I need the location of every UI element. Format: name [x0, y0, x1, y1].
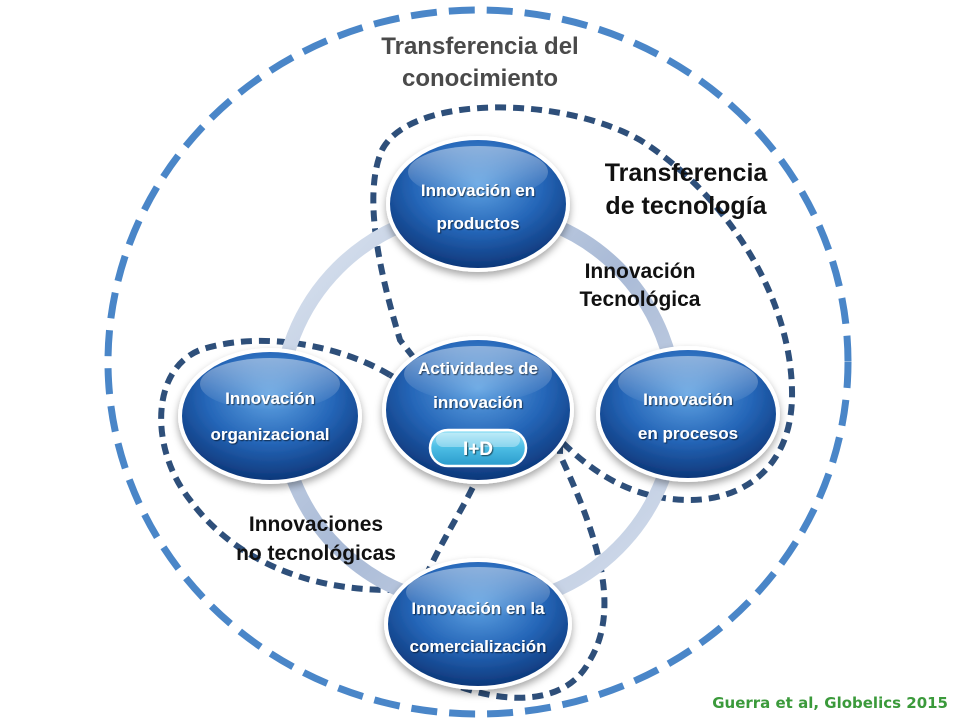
node-actividades-label-2: innovación	[433, 393, 523, 412]
knowledge-transfer-title-1: Transferencia del	[381, 33, 578, 60]
tech-innovation-label-1: Innovación	[585, 260, 696, 283]
node-productos	[386, 136, 570, 272]
node-procesos-label-2: en procesos	[638, 424, 738, 443]
knowledge-transfer-boundary	[104, 6, 852, 718]
node-procesos-label-1: Innovación	[643, 390, 733, 409]
source-citation: Guerra et al, Globelics 2015	[712, 694, 948, 712]
node-comercializacion	[384, 558, 572, 690]
node-comercializacion-label-2: comercialización	[409, 637, 546, 656]
node-productos-label-2: productos	[436, 214, 519, 233]
node-organizacional	[178, 348, 362, 484]
technology-transfer-boundary	[370, 104, 796, 701]
knowledge-transfer-title-2: conocimiento	[402, 65, 558, 92]
node-procesos	[596, 346, 780, 482]
node-organizacional-label-2: organizacional	[210, 425, 329, 444]
tech-transfer-title-2: de tecnología	[605, 192, 767, 220]
non-tech-label-1: Innovaciones	[249, 513, 383, 536]
tech-transfer-title-1: Transferencia	[605, 159, 769, 187]
i-d-badge	[428, 428, 528, 468]
node-actividades-label-1: Actividades de	[418, 359, 538, 378]
node-comercializacion-label-1: Innovación en la	[411, 599, 545, 618]
node-organizacional-label-1: Innovación	[225, 389, 315, 408]
i-d-badge-label: I+D	[463, 439, 493, 460]
node-productos-label-1: Innovación en	[421, 181, 535, 200]
non-tech-label-2: no tecnológicas	[236, 542, 396, 565]
tech-innovation-label-2: Tecnológica	[580, 288, 701, 311]
